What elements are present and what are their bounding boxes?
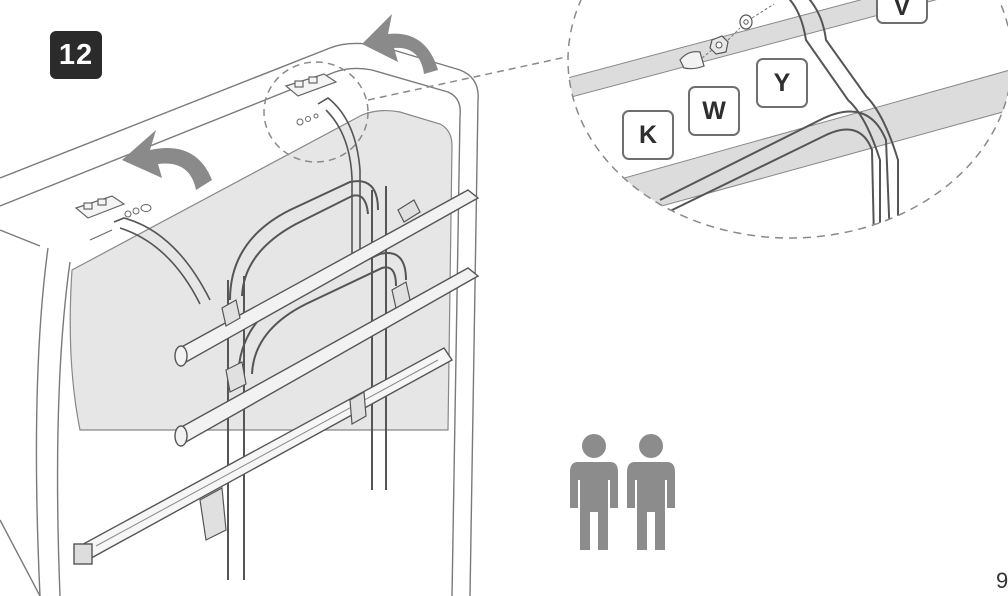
two-person-icon [570,434,675,550]
door-hinge-right [284,73,338,97]
magnified-detail-circle [567,0,1008,239]
part-label-w: W [688,86,740,136]
rotation-arrow-left [122,130,212,190]
step-number-badge: 12 [50,31,102,79]
detail-source-circle [263,61,369,163]
page-number: 9 [996,568,1008,593]
rack-middle-bar [174,267,480,447]
door-window [69,109,453,431]
detail-leader-line [367,53,581,101]
small-hardware-left [89,204,152,241]
rotation-arrow-right [362,14,438,74]
part-label-v: V [876,0,928,24]
part-label-y: Y [756,58,808,108]
bike-rack [113,97,407,580]
small-hardware-right [296,113,319,126]
door-hinge-left [74,195,126,219]
rack-top-bar [174,189,480,367]
rack-clamps [199,199,421,541]
part-label-k: K [622,110,674,160]
